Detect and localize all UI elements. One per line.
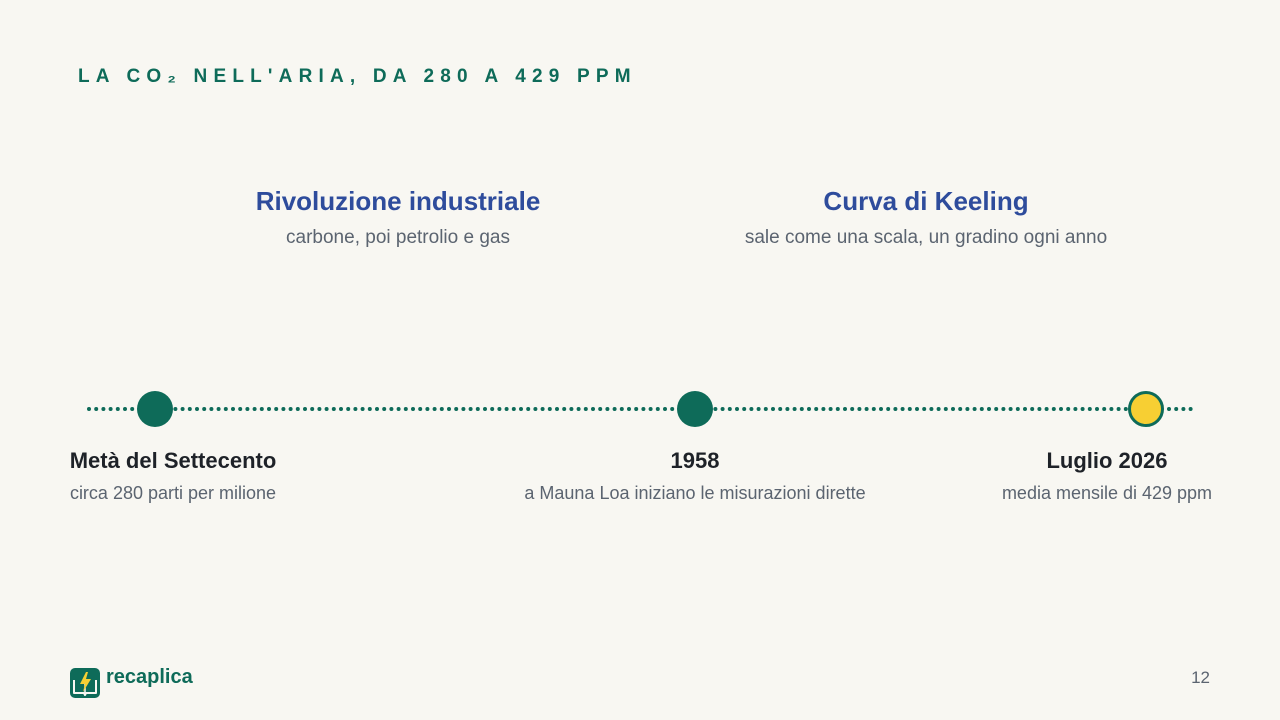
event-subtitle: carbone, poi petrolio e gas bbox=[286, 227, 510, 248]
event-title: Rivoluzione industriale bbox=[255, 186, 541, 216]
milestone-title: Luglio 2026 bbox=[1046, 448, 1168, 473]
brand-name: recaplica bbox=[106, 665, 193, 688]
slide-title: LA CO₂ NELL'ARIA, DA 280 A 429 PPM bbox=[78, 66, 637, 87]
milestone-title: 1958 bbox=[670, 448, 720, 473]
event-keeling-curve: Curva di Keeling sale come una scala, un… bbox=[706, 186, 1146, 250]
event-industrial-revolution: Rivoluzione industriale carbone, poi pet… bbox=[178, 186, 618, 250]
event-title: Curva di Keeling bbox=[823, 186, 1029, 216]
brand-logo: recaplica bbox=[70, 665, 193, 698]
milestone-subtitle: a Mauna Loa iniziano le misurazioni dire… bbox=[524, 483, 866, 503]
lightning-book-icon bbox=[70, 668, 100, 698]
event-subtitle: sale come una scala, un gradino ogni ann… bbox=[744, 227, 1108, 248]
timeline-marker-settecento bbox=[137, 391, 173, 427]
timeline bbox=[87, 391, 1194, 427]
timeline-marker-1958 bbox=[677, 391, 713, 427]
milestone-subtitle: circa 280 parti per milione bbox=[69, 483, 277, 503]
milestone-title: Metà del Settecento bbox=[69, 448, 277, 473]
milestone-luglio-2026: Luglio 2026 media mensile di 429 ppm bbox=[887, 448, 1280, 504]
milestone-1958: 1958 a Mauna Loa iniziano le misurazioni… bbox=[475, 448, 915, 504]
page-number: 12 bbox=[1191, 668, 1210, 687]
milestone-subtitle: media mensile di 429 ppm bbox=[1001, 483, 1213, 503]
timeline-marker-2026-highlight bbox=[1128, 391, 1164, 427]
milestone-settecento: Metà del Settecento circa 280 parti per … bbox=[0, 448, 393, 504]
